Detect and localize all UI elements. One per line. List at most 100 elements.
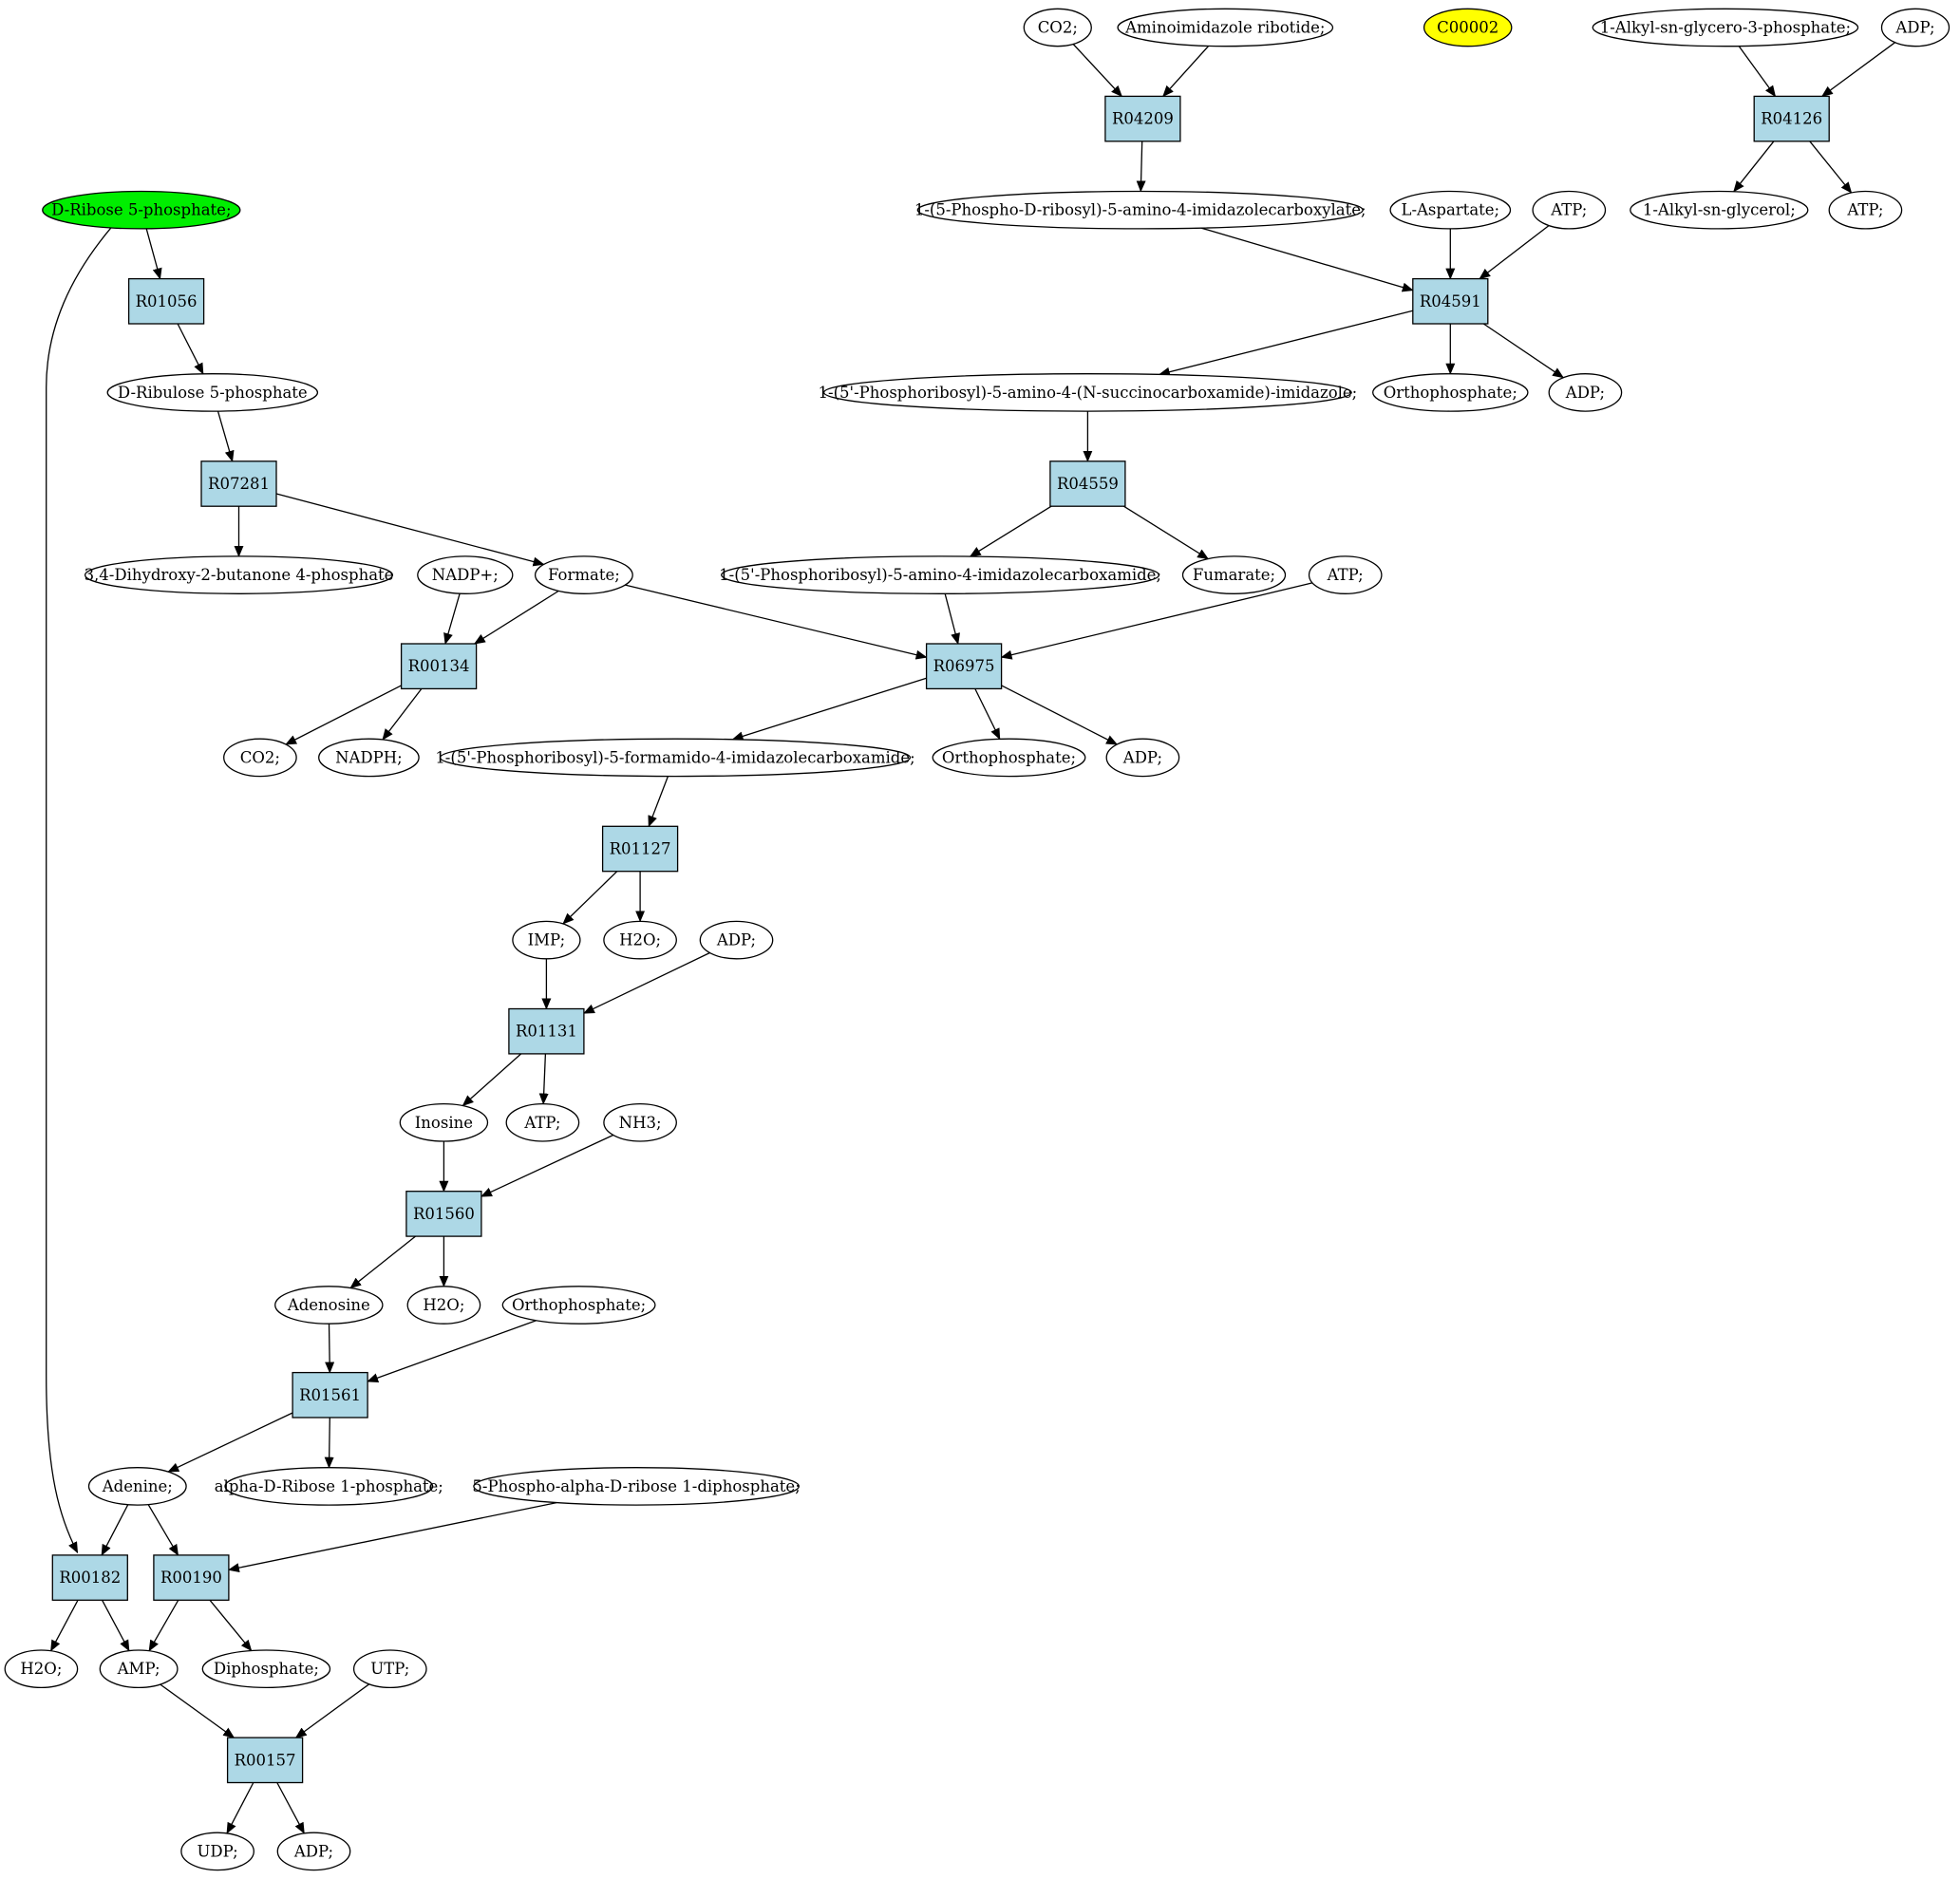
compound-node-c_faicar[interactable]: 1-(5'-Phosphoribosyl)-5-formamido-4-imid… (435, 738, 915, 778)
compound-ellipse (534, 555, 633, 594)
compound-ellipse (224, 1467, 434, 1506)
reaction-node-r_R04591[interactable]: R04591 (1412, 277, 1489, 325)
reaction-node-r_R00134[interactable]: R00134 (400, 643, 478, 690)
compound-node-c_alkylglycerol[interactable]: 1-Alkyl-sn-glycerol; (1630, 190, 1809, 230)
compound-node-c_prpp[interactable]: 5-Phospho-alpha-D-ribose 1-diphosphate; (472, 1467, 801, 1506)
reaction-box (1412, 277, 1489, 325)
compound-node-c_atp_r04591[interactable]: ATP; (1532, 190, 1607, 230)
compound-node-c_adp_r00157[interactable]: ADP; (276, 1832, 351, 1871)
reaction-box (508, 1007, 585, 1055)
edge-r_R04591-to-c_saicar (1158, 310, 1413, 377)
node-label: H2O; (20, 1660, 62, 1678)
compound-node-c_ortho_r01561[interactable]: Orthophosphate; (501, 1286, 656, 1325)
node-label: R04591 (1420, 292, 1481, 310)
compound-node-c_diphosphate[interactable]: Diphosphate; (201, 1649, 331, 1689)
compound-ellipse (1828, 190, 1903, 230)
compound-node-c_c00002[interactable]: C00002 (1423, 8, 1513, 47)
compound-ellipse (87, 1467, 187, 1506)
compound-node-c_air[interactable]: Aminoimidazole ribotide; (1117, 8, 1334, 47)
compound-node-c_ar1p[interactable]: alpha-D-Ribose 1-phosphate; (215, 1467, 443, 1506)
node-label: IMP; (528, 931, 566, 949)
compound-node-c_dhbp[interactable]: 3,4-Dihydroxy-2-butanone 4-phosphate (84, 555, 394, 594)
compound-node-c_adp_tr[interactable]: ADP; (1880, 8, 1951, 47)
compound-node-c_fumarate[interactable]: Fumarate; (1181, 555, 1287, 594)
edge-r_R04126-to-c_atp_r04126 (1809, 141, 1853, 194)
node-label: UDP; (197, 1842, 237, 1860)
reaction-node-r_R01131[interactable]: R01131 (508, 1007, 585, 1055)
compound-node-c_imp[interactable]: IMP; (512, 920, 581, 960)
compound-node-c_utp[interactable]: UTP; (352, 1649, 427, 1689)
compound-node-c_amp[interactable]: AMP; (99, 1649, 179, 1689)
reaction-node-r_R04559[interactable]: R04559 (1049, 460, 1126, 507)
node-label: Aminoimidazole ribotide; (1124, 19, 1325, 37)
compound-ellipse (201, 1649, 331, 1689)
compound-node-c_ortho_r06975[interactable]: Orthophosphate; (932, 738, 1086, 778)
compound-node-c_adp_r01131[interactable]: ADP; (699, 920, 774, 960)
compound-ellipse (1592, 8, 1859, 47)
compound-ellipse (417, 555, 514, 594)
compound-node-c_adp_r04591[interactable]: ADP; (1548, 373, 1623, 412)
edge-c_air-to-r_R04209 (1162, 46, 1210, 98)
reaction-node-r_R04209[interactable]: R04209 (1104, 95, 1181, 142)
compound-node-c_aicar[interactable]: 1-(5'-Phosphoribosyl)-5-amino-4-imidazol… (719, 555, 1161, 594)
compound-node-c_ortho_r04591[interactable]: Orthophosphate; (1372, 373, 1529, 412)
compound-node-c_laspartate[interactable]: L-Aspartate; (1389, 190, 1512, 230)
reaction-node-r_R01561[interactable]: R01561 (292, 1371, 368, 1419)
reaction-node-r_R01056[interactable]: R01056 (127, 277, 205, 325)
compound-node-c_formate[interactable]: Formate; (534, 555, 633, 594)
compound-node-c_udp[interactable]: UDP; (180, 1832, 254, 1871)
node-label: Formate; (548, 566, 620, 584)
compound-node-c_atp_r06975[interactable]: ATP; (1308, 555, 1383, 594)
reaction-node-r_R01127[interactable]: R01127 (601, 825, 679, 873)
compound-ellipse (4, 1649, 79, 1689)
compound-node-c_ribulose5p[interactable]: D-Ribulose 5-phosphate (106, 373, 319, 412)
edge-c_adp_r01131-to-r_R01131 (582, 951, 710, 1014)
reaction-node-r_R00190[interactable]: R00190 (153, 1554, 230, 1601)
edge-c_formate-to-r_R00134 (473, 590, 559, 645)
compound-ellipse (42, 190, 241, 230)
compound-node-c_co2_r00134[interactable]: CO2; (223, 738, 297, 778)
reaction-node-r_R07281[interactable]: R07281 (200, 460, 277, 507)
node-label: ADP; (1894, 19, 1934, 37)
compound-node-c_nh3[interactable]: NH3; (603, 1102, 677, 1142)
compound-ellipse (352, 1649, 427, 1689)
node-label: 1-(5-Phospho-D-ribosyl)-5-amino-4-imidaz… (914, 201, 1366, 219)
edge-r_R01127-to-c_imp (562, 871, 618, 925)
edge-r_R06975-to-c_faicar (731, 677, 927, 742)
reaction-box (1104, 95, 1181, 142)
reaction-box (153, 1554, 230, 1601)
reaction-node-r_R00157[interactable]: R00157 (226, 1737, 304, 1784)
compound-node-c_carboxylate[interactable]: 1-(5-Phospho-D-ribosyl)-5-amino-4-imidaz… (914, 190, 1366, 230)
compound-ellipse (318, 738, 420, 778)
edge-c_adenine-to-r_R00182 (101, 1504, 129, 1556)
compound-node-c_adenine[interactable]: Adenine; (87, 1467, 187, 1506)
compound-node-c_nadp[interactable]: NADP+; (417, 555, 514, 594)
compound-node-c_alkylg3p[interactable]: 1-Alkyl-sn-glycero-3-phosphate; (1592, 8, 1859, 47)
compound-ellipse (822, 373, 1352, 412)
compound-node-c_ribose5p[interactable]: D-Ribose 5-phosphate; (42, 190, 241, 230)
compound-node-c_inosine[interactable]: Inosine (399, 1102, 489, 1142)
node-label: R00182 (59, 1569, 121, 1587)
compound-node-c_adenosine[interactable]: Adenosine (274, 1286, 384, 1325)
reaction-node-r_R00182[interactable]: R00182 (51, 1554, 128, 1601)
compound-node-c_co2_top[interactable]: CO2; (1023, 8, 1092, 47)
edge-r_R00157-to-c_udp (226, 1782, 254, 1834)
node-label: ADP; (1122, 748, 1162, 766)
edge-r_R01561-to-c_adenine (167, 1412, 293, 1473)
compound-node-c_h2o_r01127[interactable]: H2O; (603, 920, 677, 960)
node-label: R07281 (208, 475, 270, 493)
edge-c_faicar-to-r_R01127 (648, 776, 669, 828)
compound-node-c_atp_r04126[interactable]: ATP; (1828, 190, 1903, 230)
compound-node-c_saicar[interactable]: 1-(5'-Phosphoribosyl)-5-amino-4-(N-succi… (819, 373, 1358, 412)
reaction-node-r_R01560[interactable]: R01560 (405, 1191, 482, 1237)
compound-ellipse (84, 555, 394, 594)
compound-ellipse (1372, 373, 1529, 412)
node-label: CO2; (240, 748, 280, 766)
compound-node-c_atp_r01131[interactable]: ATP; (505, 1102, 580, 1142)
reaction-node-r_R04126[interactable]: R04126 (1753, 95, 1830, 142)
compound-node-c_h2o_r00182[interactable]: H2O; (4, 1649, 79, 1689)
compound-node-c_nadph[interactable]: NADPH; (318, 738, 420, 778)
compound-node-c_h2o_r01560[interactable]: H2O; (406, 1286, 481, 1325)
reaction-node-r_R06975[interactable]: R06975 (925, 643, 1003, 690)
compound-node-c_adp_r06975[interactable]: ADP; (1105, 738, 1180, 778)
